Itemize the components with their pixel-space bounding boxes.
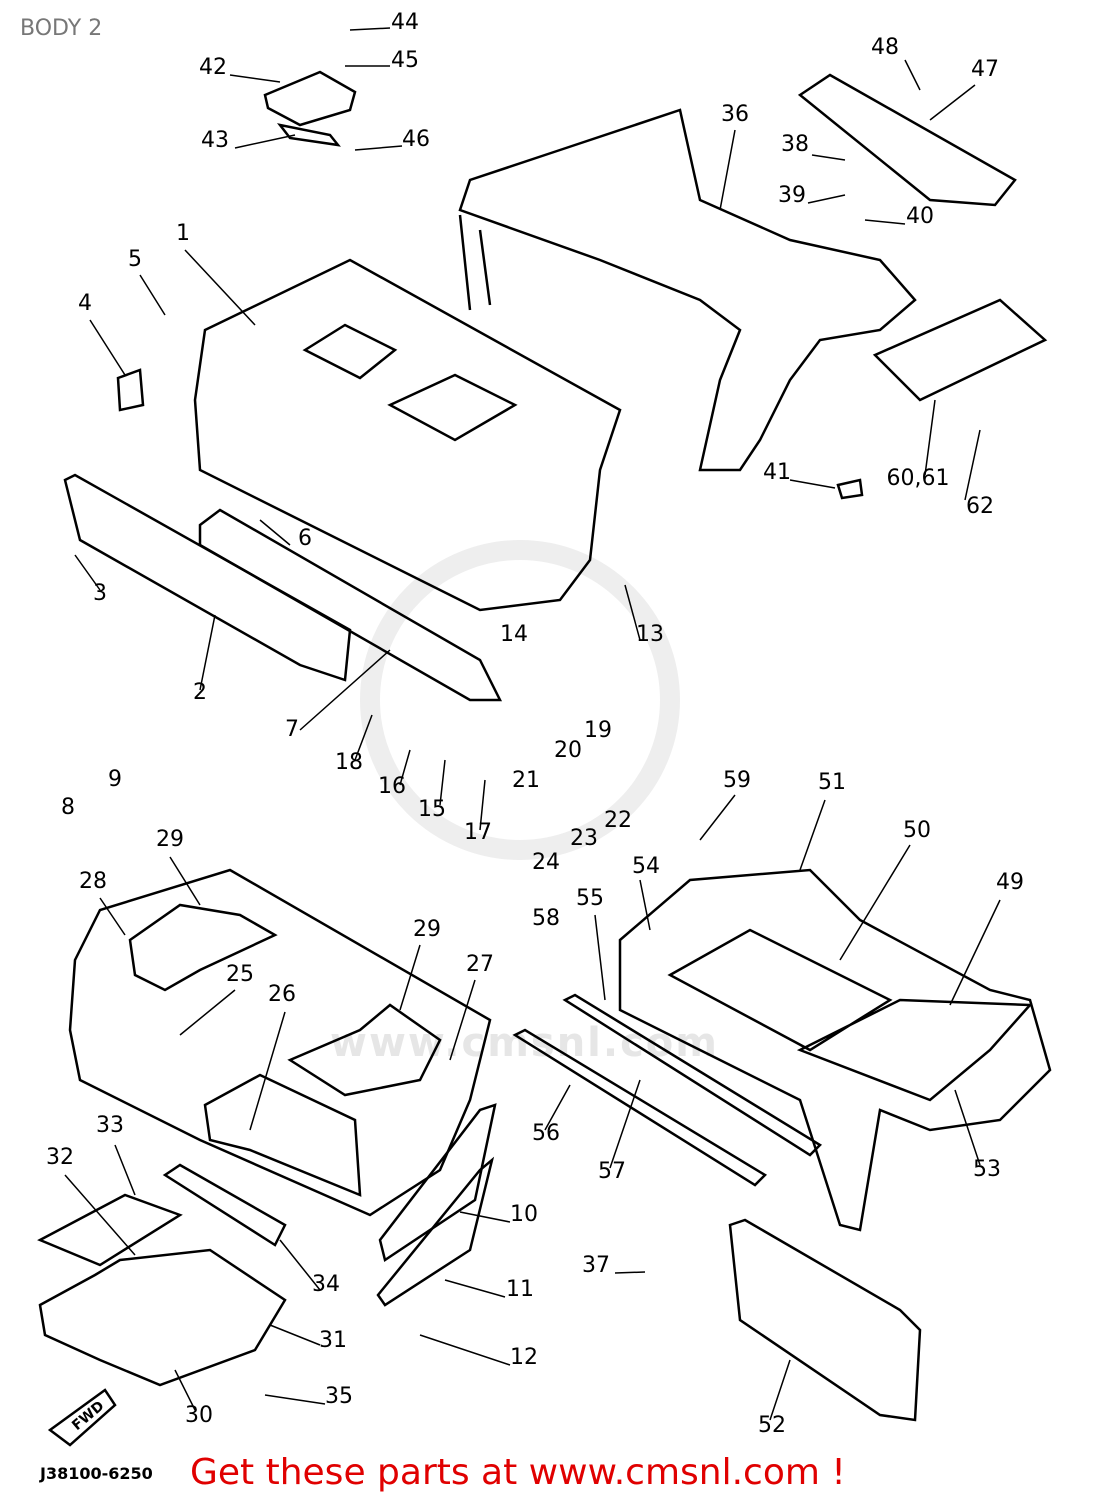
watermark-logo	[360, 540, 680, 860]
part-43-gasket	[276, 123, 341, 147]
part-callout: 21	[512, 768, 540, 793]
part-callout: 52	[758, 1413, 786, 1438]
leader-lines	[64, 27, 1001, 1421]
part-callout: 11	[506, 1277, 534, 1302]
part-callout: 51	[818, 770, 846, 795]
part-callout: 54	[632, 854, 660, 879]
part-callout: 28	[79, 869, 107, 894]
part-callout: 62	[966, 494, 994, 519]
part-56-rail	[512, 1028, 768, 1187]
part-1-front-body	[193, 258, 622, 612]
part-callout: 44	[391, 10, 419, 35]
part-callout: 3	[93, 581, 107, 606]
part-callout: 42	[199, 55, 227, 80]
part-callout: 5	[128, 247, 142, 272]
part-callout: 19	[584, 718, 612, 743]
part-callout: 7	[285, 717, 299, 742]
part-callout: 34	[312, 1272, 340, 1297]
part-callout: 30	[185, 1403, 213, 1428]
part-callout: 6	[298, 526, 312, 551]
part-callout: 23	[570, 826, 598, 851]
part-36-rear-body	[458, 108, 917, 472]
part-callout: 10	[510, 1202, 538, 1227]
part-callout: 55	[576, 886, 604, 911]
part-callout: 38	[781, 132, 809, 157]
part-11-bracket	[376, 1156, 495, 1307]
part-callout: 17	[464, 820, 492, 845]
part-callout: 43	[201, 128, 229, 153]
part-callout: 8	[61, 795, 75, 820]
part-callout: 13	[636, 622, 664, 647]
part-callout: 22	[604, 808, 632, 833]
part-36-post	[458, 214, 492, 311]
part-callout: 58	[532, 906, 560, 931]
part-callout: 16	[378, 774, 406, 799]
part-callout: 45	[391, 48, 419, 73]
part-49-floor	[618, 868, 1052, 1232]
part-callout: 31	[319, 1328, 347, 1353]
part-callout: 25	[226, 962, 254, 987]
part-41-nut	[836, 478, 864, 500]
part-callout: 40	[906, 204, 934, 229]
fwd-arrow-icon	[47, 1388, 117, 1447]
part-60-pad	[872, 298, 1048, 402]
part-callout: 15	[418, 797, 446, 822]
part-7-frame	[198, 508, 503, 702]
part-47-panel	[797, 73, 1017, 207]
part-callout: 27	[466, 952, 494, 977]
part-callout: 37	[582, 1253, 610, 1278]
part-55-rail	[562, 993, 823, 1157]
part-callout: 39	[778, 183, 806, 208]
part-callout: 20	[554, 738, 582, 763]
part-callout: 41	[763, 460, 791, 485]
part-30-floor-mat	[38, 1248, 287, 1387]
part-callout: 18	[335, 750, 363, 775]
part-callout: 9	[108, 767, 122, 792]
part-callout: 49	[996, 870, 1024, 895]
promo-link[interactable]: Get these parts at www.cmsnl.com !	[190, 1452, 846, 1493]
part-callout: 12	[510, 1345, 538, 1370]
diagram-title: BODY 2	[20, 16, 103, 41]
part-callout: 2	[193, 680, 207, 705]
part-callout: 24	[532, 850, 560, 875]
part-26-panel	[203, 1073, 362, 1197]
part-10-bracket	[378, 1103, 497, 1263]
part-callout: 35	[325, 1384, 353, 1409]
part-callout: 14	[500, 622, 528, 647]
part-4-label	[116, 368, 145, 412]
part-callout: 47	[971, 57, 999, 82]
diagram-code: J38100-6250	[40, 1464, 153, 1483]
part-29-pad	[128, 903, 442, 1097]
part-callout: 46	[402, 127, 430, 152]
part-2-panel	[63, 473, 352, 682]
part-callout: 59	[723, 768, 751, 793]
part-callout: 32	[46, 1145, 74, 1170]
part-callout: 29	[156, 827, 184, 852]
part-callout: 29	[413, 917, 441, 942]
part-callout: 53	[973, 1157, 1001, 1182]
part-callout: 4	[78, 291, 92, 316]
part-callout: 48	[871, 35, 899, 60]
part-callout: 57	[598, 1159, 626, 1184]
part-callout: 26	[268, 982, 296, 1007]
part-callout: 56	[532, 1121, 560, 1146]
part-callout: 33	[96, 1113, 124, 1138]
part-50-mat	[667, 928, 1033, 1102]
part-42-cover	[263, 70, 357, 127]
part-1-opening	[302, 323, 518, 442]
part-callout: 36	[721, 102, 749, 127]
part-52-skirt	[728, 1218, 922, 1422]
part-34-strip	[162, 1163, 287, 1247]
part-callout: 1	[176, 221, 190, 246]
part-callout: 60,61	[886, 466, 950, 491]
part-33-mat	[37, 1193, 183, 1267]
part-callout: 50	[903, 818, 931, 843]
